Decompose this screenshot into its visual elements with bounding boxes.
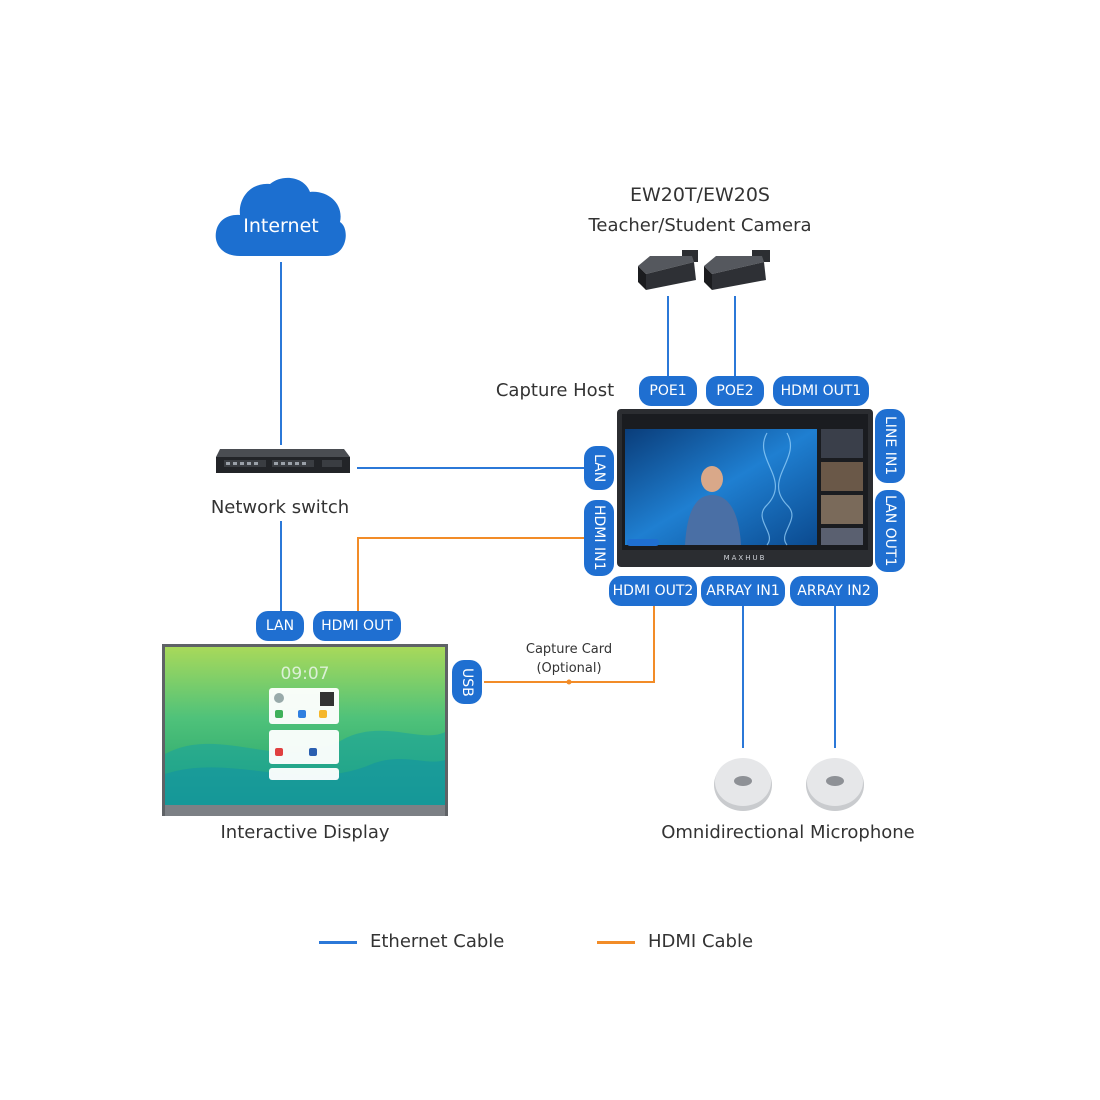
- port-lan-host: LAN: [584, 446, 614, 490]
- port-hdmi-out-display: HDMI OUT: [313, 611, 401, 641]
- microphone-label: Omnidirectional Microphone: [661, 822, 915, 843]
- camera-description-label: Teacher/Student Camera: [588, 215, 812, 236]
- capture-host-device: [617, 409, 873, 567]
- interactive-display-label: Interactive Display: [220, 822, 390, 843]
- port-lan-display: LAN: [256, 611, 304, 641]
- legend-ethernet-line: [319, 941, 357, 944]
- microphone-1-icon: [714, 758, 772, 811]
- capture-card-name: Capture Card: [525, 642, 613, 657]
- capture-host-brand: MAXHUB: [723, 554, 767, 562]
- legend-ethernet-label: Ethernet Cable: [370, 931, 505, 952]
- capture-card-label: Capture Card (Optional): [509, 640, 629, 678]
- port-poe2: POE2: [706, 376, 764, 406]
- port-hdmi-in1: HDMI IN1: [584, 500, 614, 576]
- camera-model-label: EW20T/EW20S: [629, 184, 770, 206]
- capture-card-optional: (Optional): [536, 661, 602, 676]
- hdmi-cable-hostout2-usb: [484, 606, 655, 683]
- teacher-camera-icon: [638, 250, 698, 290]
- microphone-2-icon: [806, 758, 864, 811]
- port-array-in1: ARRAY IN1: [701, 576, 785, 606]
- student-camera-icon: [704, 250, 770, 290]
- display-clock: 09:07: [280, 664, 330, 684]
- port-hdmi-out1: HDMI OUT1: [773, 376, 869, 406]
- capture-host-label: Capture Host: [495, 380, 615, 401]
- network-switch-icon: [216, 449, 350, 473]
- legend-hdmi-line: [597, 941, 635, 944]
- hdmi-cable-display-host: [357, 537, 584, 612]
- capture-card-dot: [566, 679, 572, 685]
- network-switch-label: Network switch: [210, 497, 350, 518]
- interactive-display-device: [162, 644, 448, 816]
- legend-hdmi-label: HDMI Cable: [648, 931, 754, 952]
- port-usb: USB: [452, 660, 482, 704]
- port-poe1: POE1: [639, 376, 697, 406]
- port-hdmi-out2: HDMI OUT2: [609, 576, 697, 606]
- port-array-in2: ARRAY IN2: [790, 576, 878, 606]
- port-line-in1: LINE IN1: [875, 409, 905, 483]
- internet-label: Internet: [243, 215, 319, 237]
- internet-cloud-icon: [215, 177, 346, 256]
- port-lan-out1: LAN OUT1: [875, 490, 905, 572]
